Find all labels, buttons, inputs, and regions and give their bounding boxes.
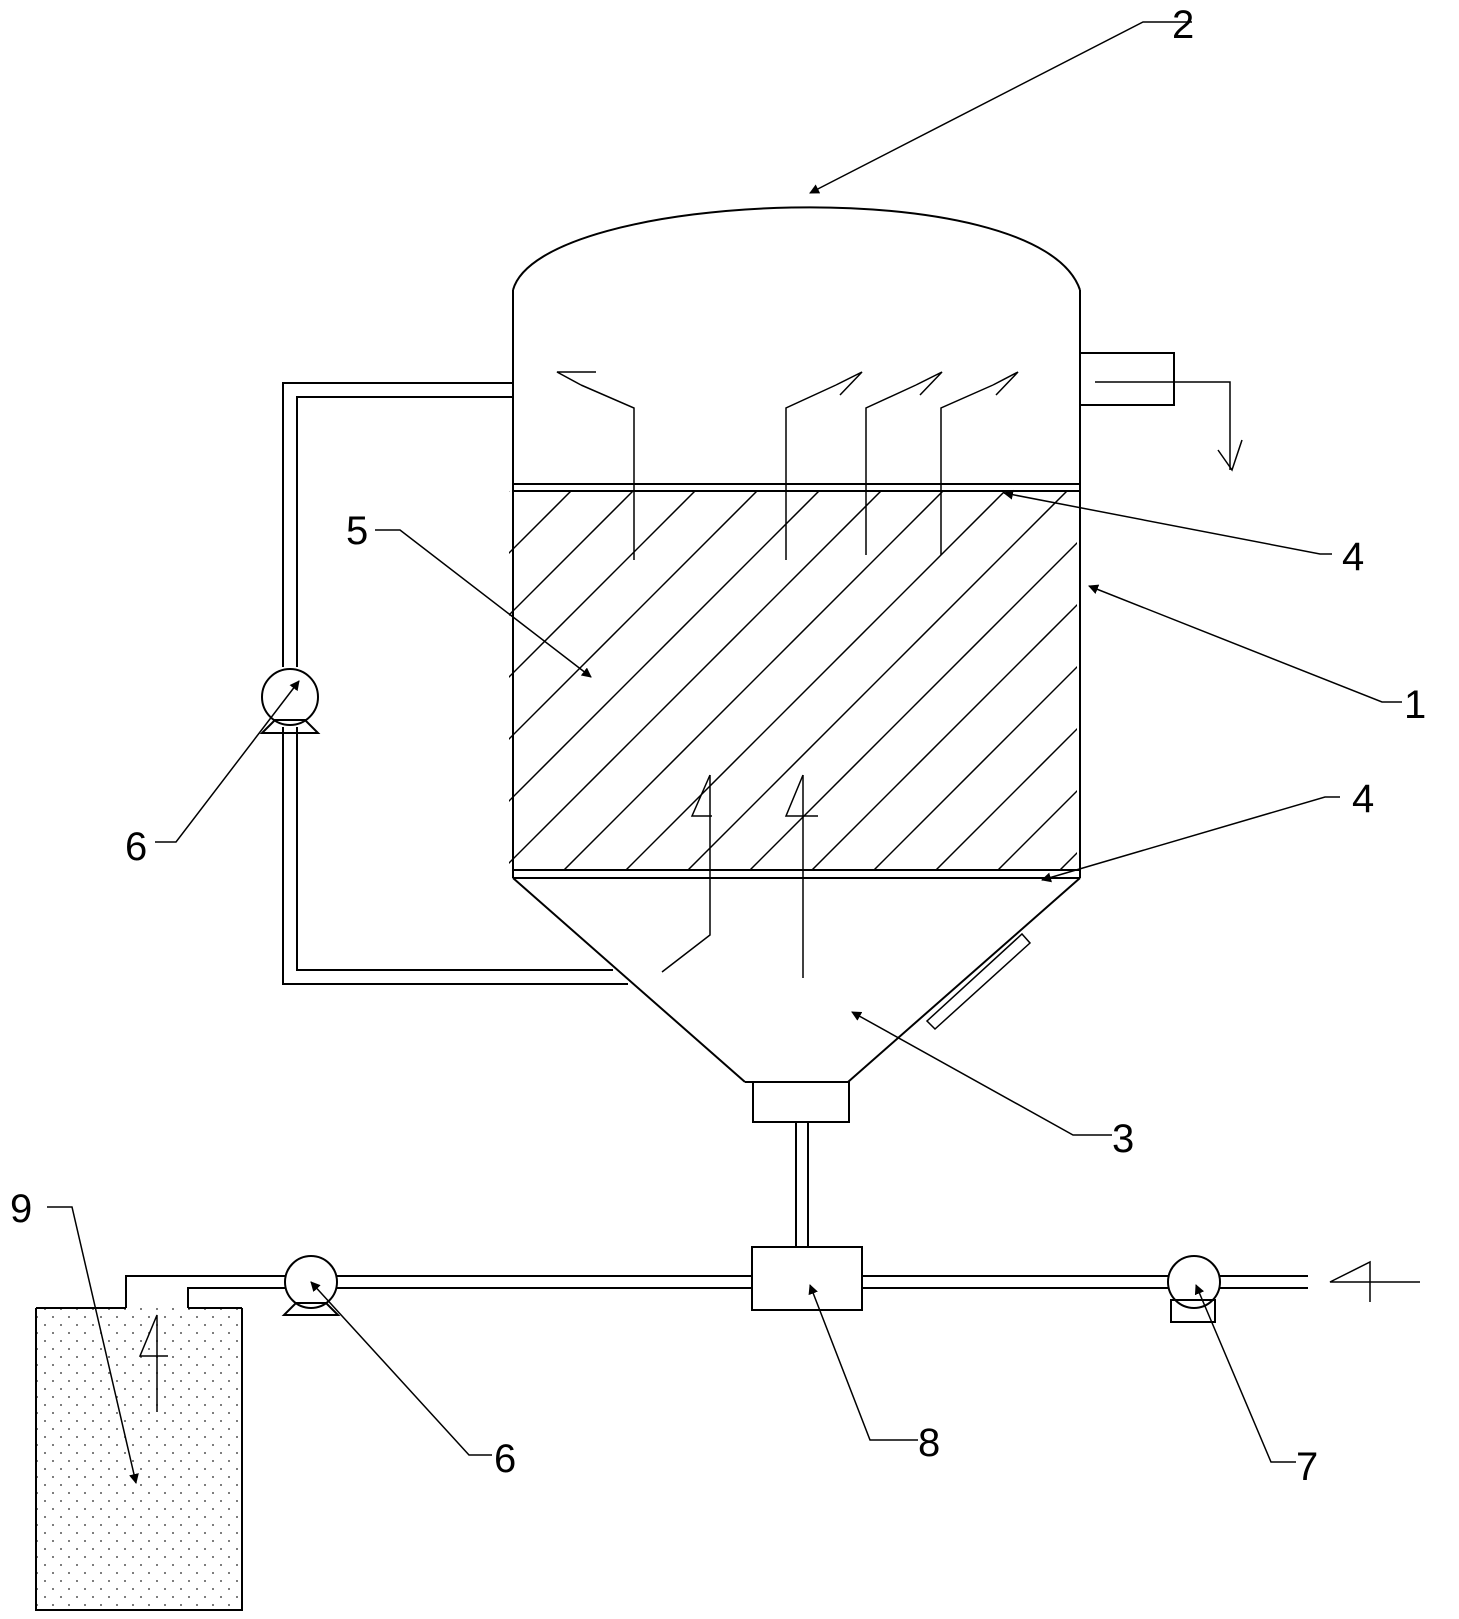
side-outlet-flow-arrow	[1095, 381, 1231, 470]
collection-tank-body	[36, 1308, 242, 1610]
hatch-line	[625, 491, 1006, 870]
hatch-line	[563, 491, 944, 870]
hatch-line	[509, 491, 882, 865]
leader-9	[47, 1206, 139, 1484]
label-feed-pump: 7	[1296, 1445, 1318, 1489]
top-dome	[512, 206, 1081, 291]
recirculation-loop	[259, 382, 628, 985]
tank-inflow-arrow	[138, 1314, 168, 1412]
label-packing-layer: 5	[346, 509, 368, 553]
hatch-line	[1059, 851, 1077, 870]
leader-lines	[47, 21, 1402, 1484]
hatch-line	[749, 541, 1077, 870]
leader-6-bottom	[310, 1281, 492, 1456]
hatch-line	[509, 491, 696, 679]
label-cone-bottom: 3	[1112, 1117, 1134, 1161]
leader-4-bottom	[1041, 796, 1340, 883]
label-collection-tank: 9	[10, 1187, 32, 1231]
hatch-line	[509, 491, 572, 555]
hatch-line	[873, 665, 1077, 870]
hatch-line	[509, 491, 510, 493]
transfer-pump	[281, 1255, 341, 1316]
sight-glass	[925, 932, 1032, 1031]
leader-6-top	[155, 680, 300, 843]
cone-right	[847, 877, 1081, 1083]
leader-4-top	[1003, 489, 1332, 555]
leader-8	[808, 1284, 918, 1441]
label-tank-wall: 1	[1404, 683, 1426, 727]
leader-5	[375, 529, 592, 678]
leader-7	[1194, 1284, 1296, 1463]
outlet-flange	[752, 1081, 850, 1123]
leader-2	[809, 21, 1192, 194]
side-outlet-flow-tip	[1217, 439, 1243, 472]
callout-labels: 2 4 1 4 5 6 3 9 6 8 7	[10, 3, 1426, 1489]
hatch-line	[997, 789, 1077, 870]
hatch-line	[509, 491, 820, 803]
label-circulation-pump: 6	[125, 825, 147, 869]
collection-tank	[35, 1307, 243, 1611]
label-screen-bottom: 4	[1352, 777, 1374, 821]
hatch-line	[935, 727, 1077, 870]
label-transfer-pump: 6	[494, 1437, 516, 1481]
packing-hatch	[509, 491, 1077, 870]
side-outlet	[1079, 352, 1175, 406]
leader-1	[1088, 584, 1402, 703]
internal-flow-arrows	[556, 371, 1019, 978]
label-screen-top: 4	[1342, 535, 1364, 579]
inflow-arrow	[1329, 1260, 1420, 1302]
leader-3	[851, 1011, 1112, 1136]
hatch-line	[687, 491, 1068, 870]
feed-pump	[1167, 1255, 1221, 1323]
label-top-dome: 2	[1172, 3, 1194, 47]
cone-left	[512, 877, 746, 1083]
hatch-line	[811, 603, 1077, 870]
hatch-line	[509, 491, 758, 741]
hatch-line	[509, 491, 634, 617]
mixer	[751, 1246, 863, 1311]
bottom-pipeline	[125, 1246, 1420, 1323]
circulation-pump	[259, 668, 321, 734]
reactor-tank	[509, 206, 1243, 1247]
label-mixer: 8	[918, 1421, 940, 1465]
